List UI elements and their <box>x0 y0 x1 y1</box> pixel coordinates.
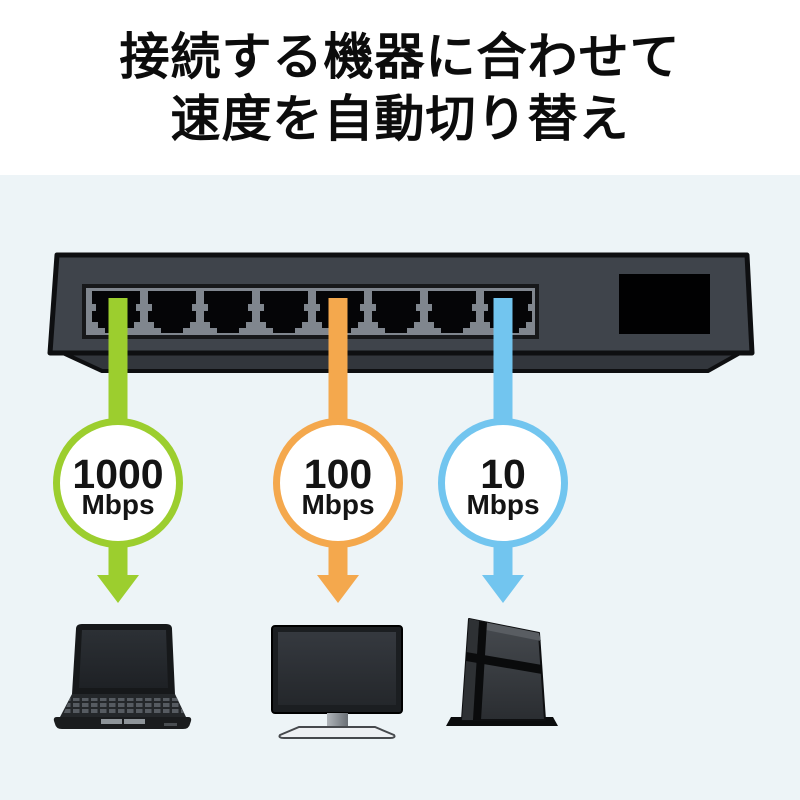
speed-unit: Mbps <box>301 489 374 520</box>
title-line-1: 接続する機器に合わせて <box>119 29 681 85</box>
speed-badge-1000mbps: 1000 Mbps <box>53 418 183 548</box>
title-line-2: 速度を自動切り替え <box>170 91 630 147</box>
speed-badge-ring <box>438 418 568 548</box>
speed-value: 10 <box>480 451 526 497</box>
speed-badge-10mbps: 10 Mbps <box>438 418 568 548</box>
monitor-icon <box>271 625 403 739</box>
speed-value: 100 <box>304 451 372 497</box>
speed-badge-ring <box>273 418 403 548</box>
laptop-icon <box>53 624 192 729</box>
network-switch-illustration <box>47 252 755 373</box>
ethernet-port-3 <box>204 291 252 333</box>
game-console-icon <box>446 618 558 726</box>
ethernet-port-4 <box>260 291 308 333</box>
speed-unit: Mbps <box>81 489 154 520</box>
speed-badge-ring <box>53 418 183 548</box>
switch-underside <box>61 351 742 373</box>
speed-unit: Mbps <box>466 489 539 520</box>
ethernet-port-2 <box>148 291 196 333</box>
page-title: 接続する機器に合わせて 速度を自動切り替え <box>0 26 800 150</box>
ethernet-port-7 <box>428 291 476 333</box>
ethernet-port-6 <box>372 291 420 333</box>
speed-badge-100mbps: 100 Mbps <box>273 418 403 548</box>
power-port <box>619 274 710 334</box>
speed-value: 1000 <box>72 451 163 497</box>
